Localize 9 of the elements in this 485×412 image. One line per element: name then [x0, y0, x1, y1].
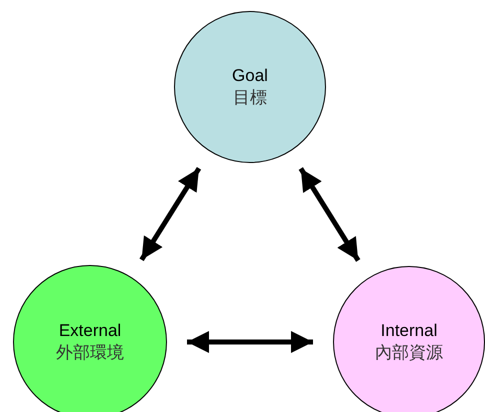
circle-subtitle: 目標	[233, 87, 267, 109]
circle-subtitle: 內部資源	[375, 342, 443, 364]
circle-title: Internal	[380, 320, 438, 342]
circle-title: External	[58, 320, 122, 342]
circle-title: Goal	[232, 65, 268, 87]
double-arrow	[139, 166, 202, 262]
double-arrow	[298, 167, 360, 262]
circle-subtitle: 外部環境	[56, 342, 124, 364]
double-arrow	[187, 331, 313, 353]
